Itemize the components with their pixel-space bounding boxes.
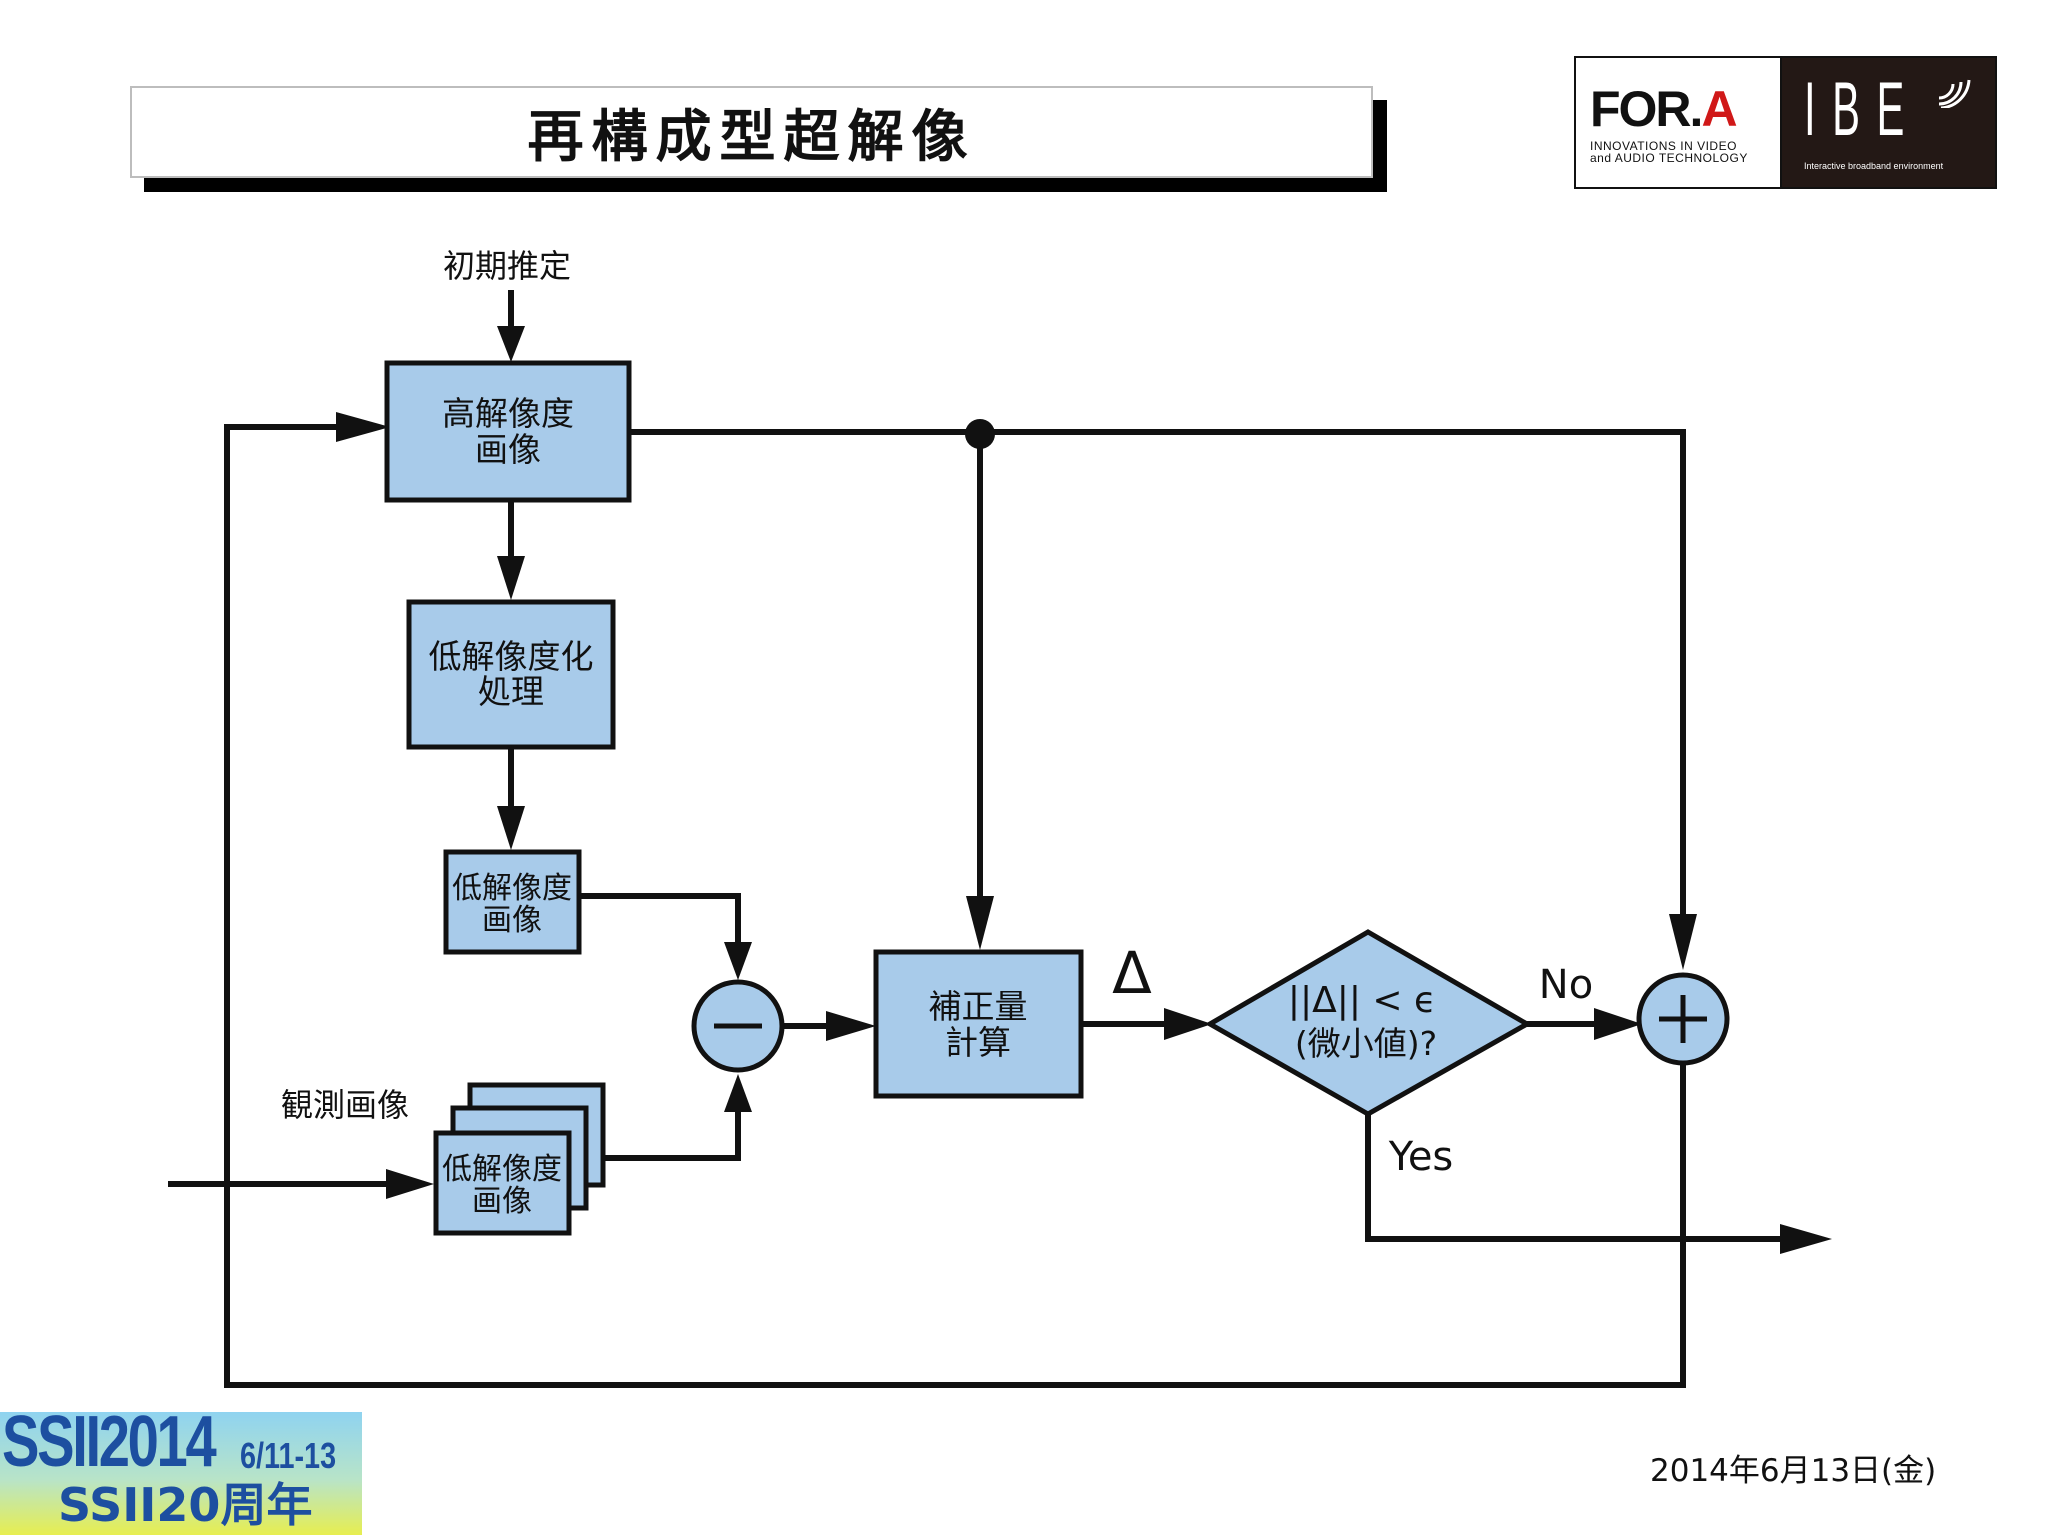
junction-dot [965, 419, 995, 449]
low-res-box-line2: 画像 [482, 903, 542, 938]
no-label: No [1539, 962, 1593, 1008]
arrowhead-minus-correction [826, 1011, 876, 1041]
arrowhead-correction-decision [1164, 1008, 1212, 1040]
arrowhead-input [386, 1169, 434, 1199]
ibe-logo-tagline: Interactive broadband environment [1804, 161, 1944, 171]
title-box: 再構成型超解像 [130, 86, 1373, 178]
badge-dates: 6/11-13 [240, 1435, 337, 1476]
fora-logo-mark: FOR.A [1590, 81, 1738, 137]
observed-stack [433, 1082, 606, 1236]
fora-logo-tagline: INNOVATIONS IN VIDEO and AUDIO TECHNOLOG… [1590, 139, 1748, 165]
page-title: 再構成型超解像 [527, 104, 976, 170]
ibe-logo: IBE Interactive broadband environment [1782, 58, 1995, 187]
logo: FOR.A INNOVATIONS IN VIDEO and AUDIO TEC… [1574, 56, 1997, 189]
correction-box [873, 949, 1084, 1099]
presentation-date: 2014年6月13日(金) [1650, 1453, 1937, 1489]
degrade-box-line2: 処理 [478, 672, 544, 711]
badge-title: SSII2014 [2, 1402, 217, 1482]
correction-box-line1: 補正量 [929, 987, 1028, 1026]
ibe-logo-mark: IBE [1804, 67, 1921, 152]
decision-line2: (微小値)? [1295, 1024, 1437, 1063]
correction-box-line2: 計算 [945, 1023, 1011, 1062]
wave-icon [1938, 79, 1971, 108]
observed-label: 観測画像 [281, 1086, 409, 1124]
decision-diamond [1204, 929, 1533, 1117]
arrowhead-degrade-lr [497, 806, 525, 850]
fora-logo: FOR.A INNOVATIONS IN VIDEO and AUDIO TEC… [1576, 58, 1782, 187]
arrowheads [336, 326, 1832, 1254]
connector-yes-output [1365, 1112, 1785, 1242]
initial-estimate-label: 初期推定 [443, 247, 571, 285]
high-res-box [384, 360, 632, 503]
arrowhead-yes-output [1780, 1224, 1832, 1254]
arrowhead-lr-minus [724, 942, 752, 980]
connector-feedback [224, 424, 1686, 1388]
connector-lr-minus [579, 893, 741, 948]
degrade-box [406, 599, 616, 750]
observed-box-line2: 画像 [472, 1184, 532, 1219]
arrowhead-junction-correction [966, 896, 994, 950]
yes-label: Yes [1388, 1134, 1454, 1180]
high-res-box-line2: 画像 [475, 430, 541, 469]
arrowhead-feedback [336, 412, 390, 442]
connector-observed-minus [605, 1108, 741, 1161]
low-res-box [443, 849, 582, 955]
arrowhead-hr-degrade [497, 556, 525, 600]
decision-line1: ||Δ|| < ϵ [1288, 980, 1436, 1021]
arrowhead-hr-plus [1669, 914, 1697, 970]
conference-badge: SSII2014 6/11-13 SSII20周年 [0, 1406, 362, 1535]
badge-anniversary: SSII20周年 [58, 1478, 313, 1532]
delta-label: Δ [1112, 939, 1152, 1007]
observed-box-line1: 低解像度 [442, 1152, 562, 1187]
high-res-box-line1: 高解像度 [442, 394, 574, 433]
arrowhead-observed-minus [724, 1074, 752, 1112]
arrowhead-initial [497, 326, 525, 362]
degrade-box-line1: 低解像度化 [429, 637, 594, 676]
observed-box-front [433, 1130, 572, 1236]
connector-hr-right [629, 429, 1686, 920]
arrowhead-decision-plus [1594, 1008, 1642, 1040]
low-res-box-line1: 低解像度 [452, 871, 572, 906]
